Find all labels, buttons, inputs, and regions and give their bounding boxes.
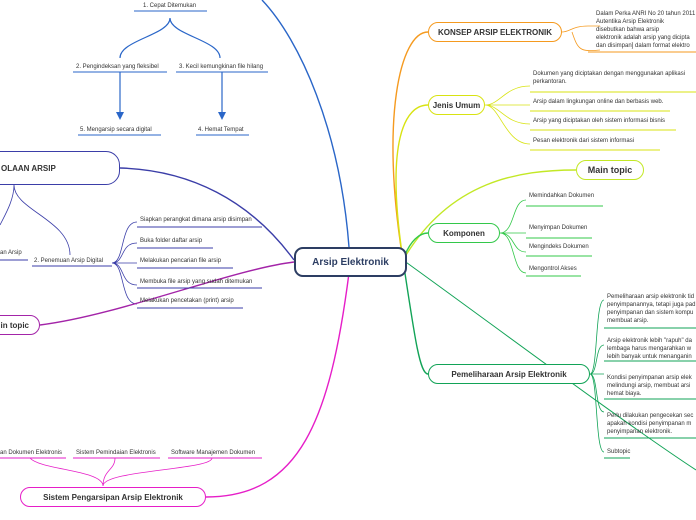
- konsep-line: dan disimpan] dalam format elektro: [596, 43, 690, 49]
- topic-konsep[interactable]: KONSEP ARSIP ELEKTRONIK: [428, 22, 562, 42]
- pemeliharaan-item-line: apakah kondisi penyimpanan m: [607, 421, 692, 427]
- underlines-komponen-items: [526, 205, 603, 277]
- connector-top-tree: [119, 17, 221, 59]
- topic-konsep-label: KONSEP ARSIP ELEKTRONIK: [437, 27, 553, 37]
- jenis-item: Dokumen yang diciptakan dengan menggunak…: [533, 71, 686, 85]
- topic-komponen-label: Komponen: [443, 228, 485, 238]
- penemuan-step: Melakukan pencetakan (print) arsip: [140, 298, 234, 304]
- konsep-line: disebutkan bahwa arsip: [596, 27, 660, 33]
- connector-top: [261, 0, 350, 248]
- connector-konsep: [392, 31, 429, 261]
- komponen-item: Mengindeks Dokumen: [529, 244, 589, 250]
- connector-jenis-items: [484, 85, 531, 145]
- penemuan-step: Membuka file arsip yang sudah ditemukan: [140, 279, 253, 285]
- connector-pemeliharaan: [402, 259, 429, 375]
- connector-sistem-items: [29, 457, 213, 487]
- konsep-line: Dalam Perka ANRI No 20 tahun 2011: [596, 11, 696, 17]
- komponen-item: Memindahkan Dokumen: [529, 193, 595, 199]
- jenis-item: Pesan elektronik dari sistem informasi: [533, 138, 635, 144]
- topic-main-topic[interactable]: Main topic: [576, 160, 644, 180]
- konsep-line: Autentika Arsip Elektronik: [596, 19, 665, 25]
- komponen-item: Mengontrol Akses: [529, 266, 577, 272]
- pemeliharaan-item-line: Pemeliharaan arsip elektronik tid: [607, 294, 695, 300]
- topic-left-main-topic-label: in topic: [0, 320, 29, 330]
- jenis-item: Arsip dalam lingkungan online dan berbas…: [533, 99, 664, 105]
- pemeliharaan-item-line: penyimpanan dan sistem kompu: [607, 310, 694, 316]
- top-leaf: 4. Hemat Tempat: [198, 127, 244, 133]
- sistem-item: an Dokumen Elektronis: [0, 450, 63, 456]
- penemuan-step: Siapkan perangkat dimana arsip disimpan: [140, 217, 252, 223]
- topic-left-main-topic[interactable]: in topic: [0, 315, 40, 335]
- top-child: 2. Pengindeksan yang fleksibel: [76, 64, 159, 70]
- sistem-item: Sistem Pemindaian Elektronis: [76, 450, 156, 456]
- connector-pengelolaan-subs: [0, 184, 71, 256]
- top-child: 3. Kecil kemungkinan file hilang: [179, 64, 264, 70]
- underlines-top-tree: [73, 10, 268, 136]
- pemeliharaan-item-line: membuat arsip.: [607, 318, 649, 324]
- connector-komponen-items: [499, 199, 527, 274]
- pemeliharaan-item-line: penyimpanan elektronik.: [607, 429, 673, 435]
- connector-sistem: [205, 272, 350, 498]
- pengelolaan-sub: an Arsip: [0, 250, 22, 256]
- pemeliharaan-item-line: lembaga harus mengarahkan w: [607, 346, 692, 352]
- topic-main-topic-label: Main topic: [587, 165, 633, 175]
- topic-jenis-umum-label: Jenis Umum: [432, 100, 481, 110]
- connector-main-topic: [402, 169, 577, 261]
- pemeliharaan-item-line: Arsip elektronik lebih "rapuh" da: [607, 338, 692, 344]
- connector-left-main-topic: [39, 261, 295, 326]
- top-leaf: 5. Mengarsip secara digital: [80, 127, 152, 133]
- underlines-jenis-items: [530, 91, 696, 151]
- central-topic-label: Arsip Elektronik: [312, 256, 389, 268]
- pemeliharaan-item-line: Perlu dilakukan pengecekan sec: [607, 413, 694, 419]
- topic-komponen[interactable]: Komponen: [428, 223, 500, 243]
- connector-konsep-text: [561, 25, 601, 51]
- pemeliharaan-item-line: melindungi arsip, membuat arsi: [607, 383, 691, 389]
- topic-pengelolaan-label: OLAAN ARSIP: [1, 163, 56, 173]
- arrow-head-left: [116, 112, 124, 120]
- connector-pengelolaan: [119, 167, 295, 261]
- penemuan-step: Buka folder daftar arsip: [140, 238, 203, 244]
- central-topic[interactable]: Arsip Elektronik: [294, 247, 407, 277]
- arrow-head-right: [218, 112, 226, 120]
- underlines-pemeliharaan-items: [604, 327, 696, 459]
- komponen-item: Menyimpan Dokumen: [529, 225, 588, 231]
- sistem-item: Software Manajemen Dokumen: [171, 450, 256, 456]
- pemeliharaan-item-line: penyimpanannya, tetapi juga pad: [607, 302, 696, 308]
- underlines-pengelolaan-subs: [0, 259, 112, 267]
- pemeliharaan-item-line: Kondisi penyimpanan arsip elek: [607, 375, 692, 381]
- topic-pemeliharaan[interactable]: Pemeliharaan Arsip Elektronik: [428, 364, 590, 384]
- pemeliharaan-item-line: lebih banyak untuk menanganin: [607, 354, 692, 360]
- topic-sistem-pengarsipan[interactable]: Sistem Pengarsipan Arsip Elektronik: [20, 487, 206, 507]
- connector-penemuan-steps: [111, 221, 138, 305]
- topic-sistem-label: Sistem Pengarsipan Arsip Elektronik: [43, 492, 183, 502]
- connector-pemeliharaan-items: [589, 299, 605, 453]
- konsep-line: elektronik adalah arsip yang dicipta: [596, 35, 690, 41]
- pengelolaan-sub: 2. Penemuan Arsip Digital: [34, 258, 104, 264]
- pemeliharaan-item-line: Subtopic: [607, 449, 631, 455]
- underlines-penemuan-steps: [137, 226, 262, 309]
- top-root: 1. Cepat Ditemukan: [143, 3, 197, 9]
- jenis-item: Arsip yang diciptakan oleh sistem inform…: [533, 118, 666, 124]
- topic-pemeliharaan-label: Pemeliharaan Arsip Elektronik: [451, 369, 567, 379]
- penemuan-step: Melakukan pencarian file arsip: [140, 258, 222, 264]
- pemeliharaan-item-line: hemat biaya.: [607, 391, 642, 397]
- topic-pengelolaan-arsip[interactable]: OLAAN ARSIP: [0, 151, 120, 185]
- topic-jenis-umum[interactable]: Jenis Umum: [428, 95, 485, 115]
- connector-jenis: [395, 104, 429, 261]
